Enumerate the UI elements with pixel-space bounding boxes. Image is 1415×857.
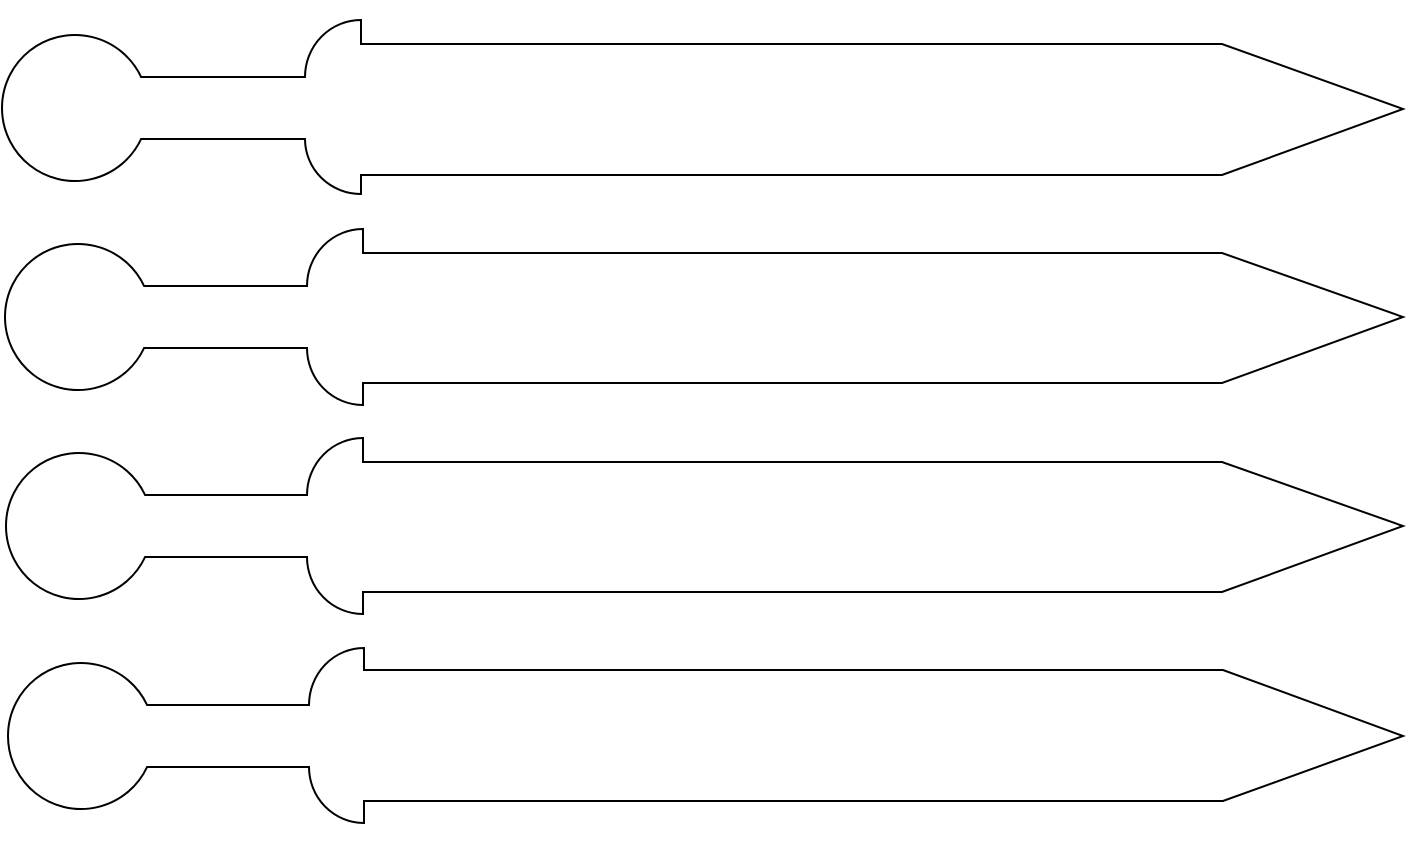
sword-3 [6, 438, 1403, 614]
sword-1 [2, 20, 1403, 194]
sword-4 [8, 648, 1403, 823]
sword-group [2, 20, 1403, 823]
sword-2 [5, 229, 1403, 405]
